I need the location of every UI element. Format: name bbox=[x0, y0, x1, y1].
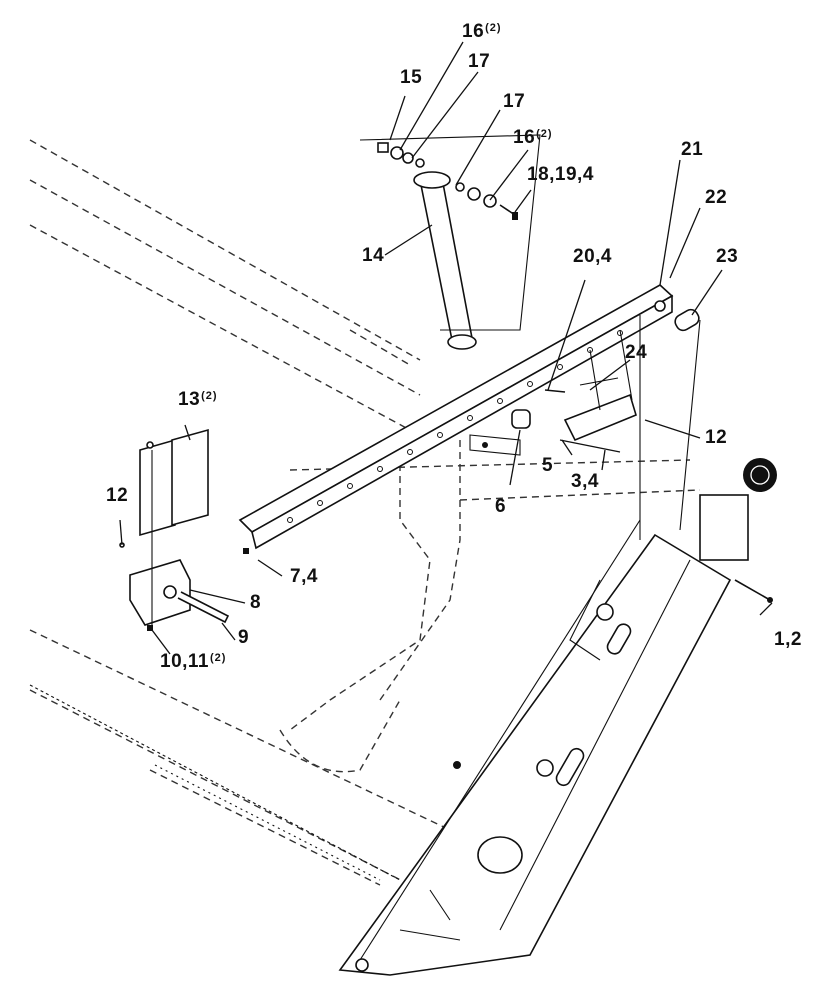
center-hardware bbox=[243, 389, 566, 769]
callout-17-lower: 17 bbox=[503, 91, 526, 112]
callout-5: 5 bbox=[542, 455, 554, 476]
callout-17-top: 17 bbox=[468, 51, 491, 72]
callout-leaders bbox=[119, 41, 773, 655]
callout-3-4: 3,4 bbox=[571, 471, 599, 492]
callout-20-4: 20,4 bbox=[573, 246, 612, 267]
callout-15: 15 bbox=[400, 67, 423, 88]
callout-1-2: 1,2 bbox=[774, 629, 802, 650]
left-bracket-group bbox=[119, 428, 230, 631]
callout-13: 13(2) bbox=[178, 389, 218, 410]
callout-14: 14 bbox=[362, 245, 385, 266]
callout-7-4: 7,4 bbox=[290, 566, 318, 587]
side-frame bbox=[338, 519, 732, 976]
callout-16-lower: 16(2) bbox=[513, 127, 553, 148]
beam-assembly bbox=[238, 284, 700, 550]
callout-24: 24 bbox=[625, 342, 648, 363]
callout-12-right: 12 bbox=[705, 427, 728, 448]
callout-16-top: 16(2) bbox=[462, 21, 502, 42]
callout-10-11: 10,11(2) bbox=[160, 651, 227, 672]
callout-12-left: 12 bbox=[106, 485, 129, 506]
callout-23: 23 bbox=[716, 246, 739, 267]
header-cutter-edge bbox=[29, 684, 401, 881]
callout-18-19-4: 18,19,4 bbox=[527, 164, 594, 185]
callout-21: 21 bbox=[681, 139, 704, 160]
pivot-hardware-stack bbox=[377, 142, 518, 220]
bracket-24 bbox=[559, 329, 637, 453]
callout-9: 9 bbox=[238, 627, 250, 648]
callout-8: 8 bbox=[250, 592, 262, 613]
callout-22: 22 bbox=[705, 187, 728, 208]
right-mount-bracket bbox=[639, 315, 777, 603]
callout-6: 6 bbox=[495, 496, 507, 517]
link-arm bbox=[359, 134, 541, 350]
